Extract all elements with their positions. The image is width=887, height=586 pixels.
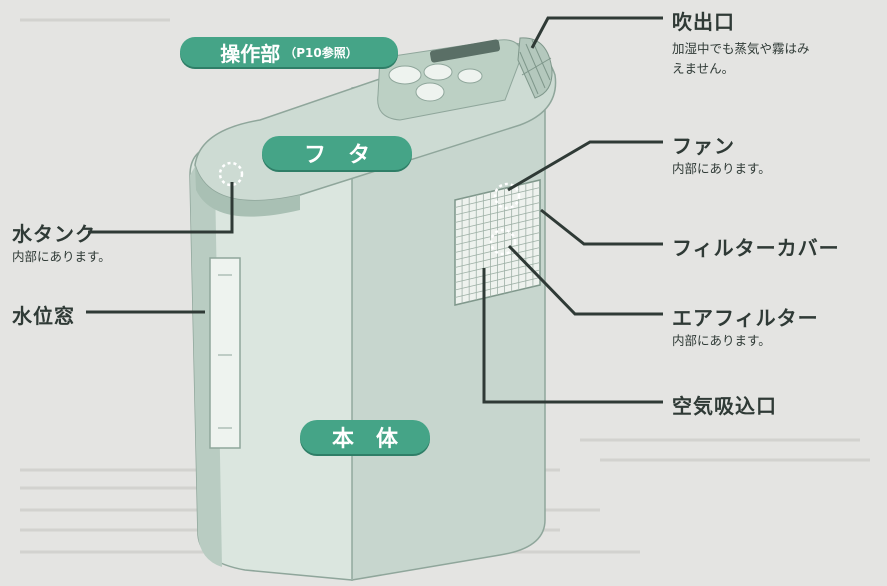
body-pill: 本 体 xyxy=(300,420,430,454)
air-filter-marker xyxy=(489,228,517,256)
water-level-window xyxy=(209,257,241,449)
air-filter-title: エアフィルター xyxy=(672,306,819,330)
water-window-title: 水位窓 xyxy=(12,304,75,328)
air-filter-note: 内部にあります。 xyxy=(672,333,771,348)
outlet-note-1: 加湿中でも蒸気や霧はみ xyxy=(672,41,810,56)
water-tank-marker xyxy=(218,161,244,187)
control-pill-main: 操作部 xyxy=(220,41,281,66)
control-pill: 操作部 （P10参照） xyxy=(180,37,398,67)
outlet-note-2: えません。 xyxy=(672,61,735,76)
water-tank-title: 水タンク xyxy=(12,222,96,246)
filter-cover-title: フィルターカバー xyxy=(672,236,840,260)
lid-pill: フ タ xyxy=(262,136,412,170)
filter-cover-grid xyxy=(454,179,541,306)
fan-marker xyxy=(493,182,521,210)
control-pill-sub: （P10参照） xyxy=(284,45,358,60)
control-panel xyxy=(377,39,523,121)
outlet-title: 吹出口 xyxy=(672,10,735,34)
water-tank-note: 内部にあります。 xyxy=(12,249,111,264)
air-intake-title: 空気吸込口 xyxy=(672,394,777,418)
lid-rim xyxy=(195,165,300,217)
body-front-edge xyxy=(190,150,222,567)
fan-note: 内部にあります。 xyxy=(672,161,771,176)
fan-title: ファン xyxy=(672,134,735,158)
leader-lines xyxy=(86,16,663,404)
